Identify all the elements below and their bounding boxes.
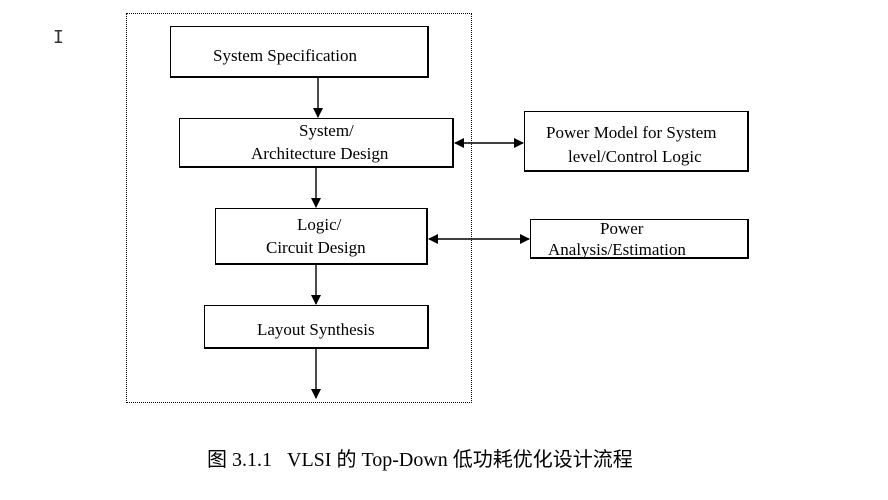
- layout-synthesis-label: Layout Synthesis: [257, 320, 375, 339]
- figure-caption: 图 3.1.1 VLSI 的 Top-Down 低功耗优化设计流程: [207, 449, 633, 471]
- logic-circuit-design-line1: Logic/: [297, 215, 342, 234]
- power-model-box: Power Model for System level/Control Log…: [524, 111, 749, 172]
- power-analysis-line1: Power: [600, 219, 644, 238]
- power-analysis-line2: Analysis/Estimation: [548, 240, 686, 259]
- logic-circuit-design-box: Logic/ Circuit Design: [215, 208, 428, 265]
- design-flow-boundary: [126, 13, 472, 403]
- architecture-design-line2: Architecture Design: [251, 144, 389, 163]
- power-model-line2: level/Control Logic: [568, 147, 702, 166]
- system-specification-label: System Specification: [213, 46, 358, 65]
- logic-circuit-design-line2: Circuit Design: [266, 238, 366, 257]
- layout-synthesis-box: Layout Synthesis: [204, 305, 429, 349]
- system-specification-box: System Specification: [170, 26, 429, 78]
- power-model-line1: Power Model for System: [546, 123, 717, 142]
- power-analysis-box: Power Analysis/Estimation: [530, 219, 749, 259]
- architecture-design-line1: System/: [299, 121, 354, 140]
- text-cursor-icon: I: [53, 27, 64, 48]
- architecture-design-box: System/ Architecture Design: [179, 118, 454, 168]
